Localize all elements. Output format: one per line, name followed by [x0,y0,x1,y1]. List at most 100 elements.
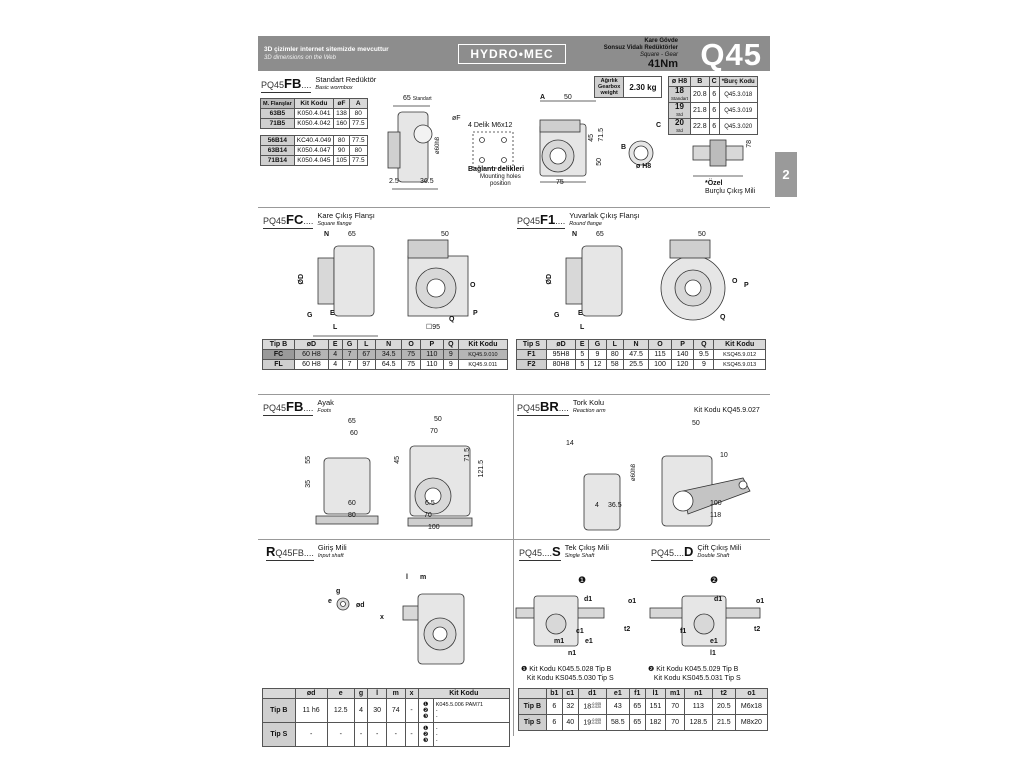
divider [258,394,770,395]
dim-75: 75 [556,179,564,186]
foot-dim-70b: 70 [424,512,432,519]
dim-phiF: øF [452,115,461,122]
divider [258,207,770,208]
fc-dim-E: E [330,310,335,317]
dim-78: 78 [746,140,753,148]
model-title: Q45 [700,37,762,72]
input-dim-x: x [380,614,384,621]
fb-drawing [387,100,744,190]
dim-A: A [540,94,546,101]
shaft-dim-e1: e1 [585,638,593,645]
dim-50b: 50 [596,158,603,166]
divider [258,539,770,540]
chapter-tab: 2 [775,152,797,197]
foot-title: Ayak [317,398,334,407]
br-dim-14: 14 [566,440,574,447]
f1-dim-O: O [732,278,738,285]
br-dim-10: 10 [720,452,728,459]
dim-C: C [656,122,662,129]
title-tr1: Kare Gövde [644,38,678,44]
web-note-en: 3D dimensions on the Web [264,55,336,61]
f1-dim-N: N [572,231,578,238]
special-shaft-star: *Özel [705,180,723,187]
foot-dim-65: 65 [348,418,356,425]
double-code: PQ45....D [651,544,694,561]
f1-dim-65: 65 [596,231,604,238]
shaft-dim-o1: o1 [628,598,637,605]
input-dim-g: g [336,588,341,595]
fc-dim-Q: Q [449,316,455,323]
f1-dim-G: G [554,312,560,319]
f1-dim-50: 50 [698,231,706,238]
special-shaft-label: Burçlu Çıkış Mili [705,188,756,195]
f1-dim-L: L [580,324,585,331]
input-title: Giriş Mili [317,543,347,552]
foot-dim-45: 45 [394,456,401,464]
br-dim-phi60: ø60h8 [631,464,637,482]
dim-phi60: ø60h8 [435,137,441,155]
tolerance: -0.005 -0.020 [591,717,602,726]
mount-title: 4 Delik M6x12 [468,122,513,129]
fb-title: Standart Redüktör [315,75,377,84]
f1-dim-Q: Q [720,314,726,321]
shaft-dim-n1: n1 [568,650,577,657]
foot-dim-70: 70 [430,428,438,435]
input-drawing [336,593,465,665]
brand-logo: HYDRO•MEC [458,44,566,64]
page-header: 3D çizimler internet sitemizde mevcuttur… [258,36,770,72]
foot-title-en: Foots [317,408,332,414]
fc-dim-G: G [307,312,313,319]
fc-dim-P: P [473,310,478,317]
single-title-en: Single Shaft [564,553,595,559]
shaft-dim-t2b: t2 [754,626,761,633]
note-2: ❷ Kit Kodu K045.5.029 Tip B Kit Kodu KS0… [648,666,741,682]
br-dim-50: 50 [692,420,700,427]
fc-dim-65: 65 [348,231,356,238]
br-dim-4: 4 [595,502,599,509]
dim-36-5: 36.5 [420,178,434,185]
input-dim-e: e [328,598,332,605]
note-1: ❶ Kit Kodu K045.5.028 Tip B Kit Kodu KS0… [521,666,614,682]
f1-title-en: Round flange [569,221,602,227]
shaft-dim-m1: m1 [554,638,565,645]
title-en: Square - Gear [639,52,678,58]
input-dim-l: l [406,574,408,581]
divider [513,539,514,736]
foot-dim-50: 50 [434,416,442,423]
web-note-tr: 3D çizimler internet sitemizde mevcuttur [264,46,389,53]
dim-65: 65 [403,95,411,102]
mount-title-tr: Bağlantı delikleri [468,166,525,173]
dim-2-5: 2.5 [389,178,399,185]
title-tr2: Sonsuz Vidalı Redüktörler [603,45,678,51]
dim-phiH8: ø H8 [636,163,652,170]
br-dim-118: 118 [710,512,722,519]
foot-dim-100: 100 [428,524,440,531]
shaft-dim-d1b: d1 [714,596,723,603]
br-dim-100: 100 [710,500,722,507]
fb-code: PQ45FB.... [261,76,312,93]
f1-dim-phiD: ØD [546,274,553,285]
marker-2: ❷ [710,575,719,585]
double-title: Çift Çıkış Mili [697,543,742,552]
foot-dim-6-5: 6.5 [425,500,435,507]
dim-45: 45 [588,134,595,142]
weight-value: 2.30 kg [623,76,663,98]
dim-standart: Standart [412,96,432,102]
